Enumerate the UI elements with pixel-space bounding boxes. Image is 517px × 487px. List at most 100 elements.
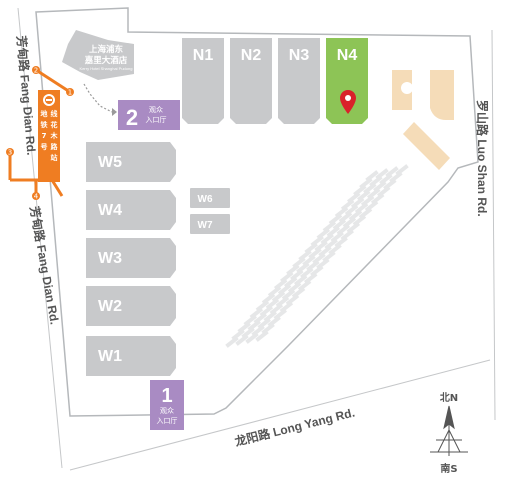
road-lines [17,7,496,471]
location-pin-shape [340,90,356,114]
entrance-1-text-line1: 观众 [160,407,174,415]
fang-dian-road-edge-west [17,7,63,469]
metro-station-box[interactable] [38,90,60,182]
north-halls: N1 N2 N3 N4 [182,38,368,124]
metro-exit-1-number: 1 [68,89,72,97]
hall-w4[interactable]: W4 [86,190,176,230]
metro-exit-2-number: 2 [34,67,38,75]
entrance-2-shape[interactable] [118,100,180,130]
parking-stall [385,166,399,178]
hall-w2-shape[interactable] [86,286,176,326]
metro-exits: 1 2 3 4 [6,66,74,201]
beige-building-a-court [401,82,413,94]
hall-w2-label: W2 [98,298,122,315]
beige-buildings [392,70,454,170]
hall-w6-shape[interactable] [190,188,230,208]
hotel-building: 上海浦东 嘉里大酒店 Kerry Hotel Shanghai Pudong [62,30,134,80]
entrance-2-text-line2: 入口厅 [146,116,167,124]
metro-station-char: 铁 [41,120,48,129]
hall-w2[interactable]: W2 [86,286,176,326]
hall-w1[interactable]: W1 [86,336,176,376]
hall-n1[interactable]: N1 [182,38,224,124]
metro-station-char: 7 [42,132,47,140]
walking-path-line [83,83,113,113]
hall-w6[interactable]: W6 [190,188,230,208]
location-pin-icon[interactable] [340,90,356,114]
beige-building-c [403,122,450,170]
hall-w3-label: W3 [98,250,122,267]
compass-arrow-icon [430,405,468,456]
parking-lot [225,164,409,348]
compass-tripod [437,428,461,453]
metro-logo-bar [46,99,52,101]
entrance-2-number: 2 [126,105,138,130]
hall-n2-label: N2 [241,47,262,64]
hall-n4[interactable]: N4 [326,38,368,124]
parking-stall [365,170,379,182]
hall-n2[interactable]: N2 [230,38,272,124]
parking-stall [375,168,389,180]
hotel-name-en: Kerry Hotel Shanghai Pudong [80,66,133,71]
entrance-1-shape[interactable] [150,380,184,430]
location-pin-dot [345,95,351,101]
hall-n1-label: N1 [193,47,214,64]
metro-exit-1-marker[interactable] [66,88,74,96]
west-halls: W5 W4 W3 W2 W1 [86,142,176,376]
compass: 北N 南S [430,391,468,475]
long-yang-road-edge [69,359,491,471]
entrance-1[interactable]: 1 观众 入口厅 [150,380,184,430]
parking-stall [395,164,409,176]
beige-building-b [430,70,454,120]
hall-w5-shape[interactable] [86,142,176,182]
hall-w7-label: W7 [198,220,213,231]
road-label-fang-dian-top: 芳甸路 Fang Dian Rd. [14,35,39,156]
hall-w7[interactable]: W7 [190,214,230,234]
hall-w5-label: W5 [98,154,122,171]
hall-w3[interactable]: W3 [86,238,176,278]
metro-logo-icon [43,94,55,106]
hall-n3-shape[interactable] [278,38,320,124]
metro-station-char: 号 [41,142,48,151]
hall-w1-label: W1 [98,348,122,365]
hall-w7-shape[interactable] [190,214,230,234]
hotel-footprint [62,30,134,80]
hall-n4-label: N4 [337,47,358,64]
compass-north-label: 北N [440,391,458,404]
metro-station-char: 木 [50,131,59,140]
hall-w4-label: W4 [98,202,122,219]
hall-n1-shape[interactable] [182,38,224,124]
hall-n2-shape[interactable] [230,38,272,124]
compass-north-arrowhead [443,405,455,430]
metro-exit-4-number: 4 [34,193,39,201]
entrance-2[interactable]: 2 观众 入口厅 [118,100,180,130]
luo-shan-road-edge [491,29,496,421]
hall-n3[interactable]: N3 [278,38,320,124]
hotel-name-line2: 嘉里大酒店 [84,55,128,66]
compass-south-label: 南S [440,462,457,475]
metro-exit-line-upper [35,68,71,94]
hall-w1-shape[interactable] [86,336,176,376]
entrance-2-text-line1: 观众 [149,106,163,114]
metro-station-char: 花 [51,120,58,129]
metro-exit-2-marker[interactable] [32,66,40,74]
metro-station-char: 线 [51,109,58,118]
metro-station-char: 站 [51,153,58,162]
entrance-1-text-line2: 入口厅 [157,417,178,425]
entrance-1-number: 1 [161,385,172,407]
hotel-name-line1: 上海浦东 [89,44,124,55]
metro-exit-4-marker[interactable] [32,192,40,200]
hall-n4-shape[interactable] [326,38,368,124]
small-halls: W6 W7 [190,188,230,234]
metro-station-char: 地 [41,109,48,118]
hall-n3-label: N3 [289,47,310,64]
hall-w4-shape[interactable] [86,190,176,230]
hall-w5[interactable]: W5 [86,142,176,182]
metro-exit-3-marker[interactable] [6,148,14,156]
metro-exit-line-diagonal [50,179,64,197]
hall-w3-shape[interactable] [86,238,176,278]
walking-path-arrow-icon [112,108,117,116]
walking-path [83,83,117,116]
